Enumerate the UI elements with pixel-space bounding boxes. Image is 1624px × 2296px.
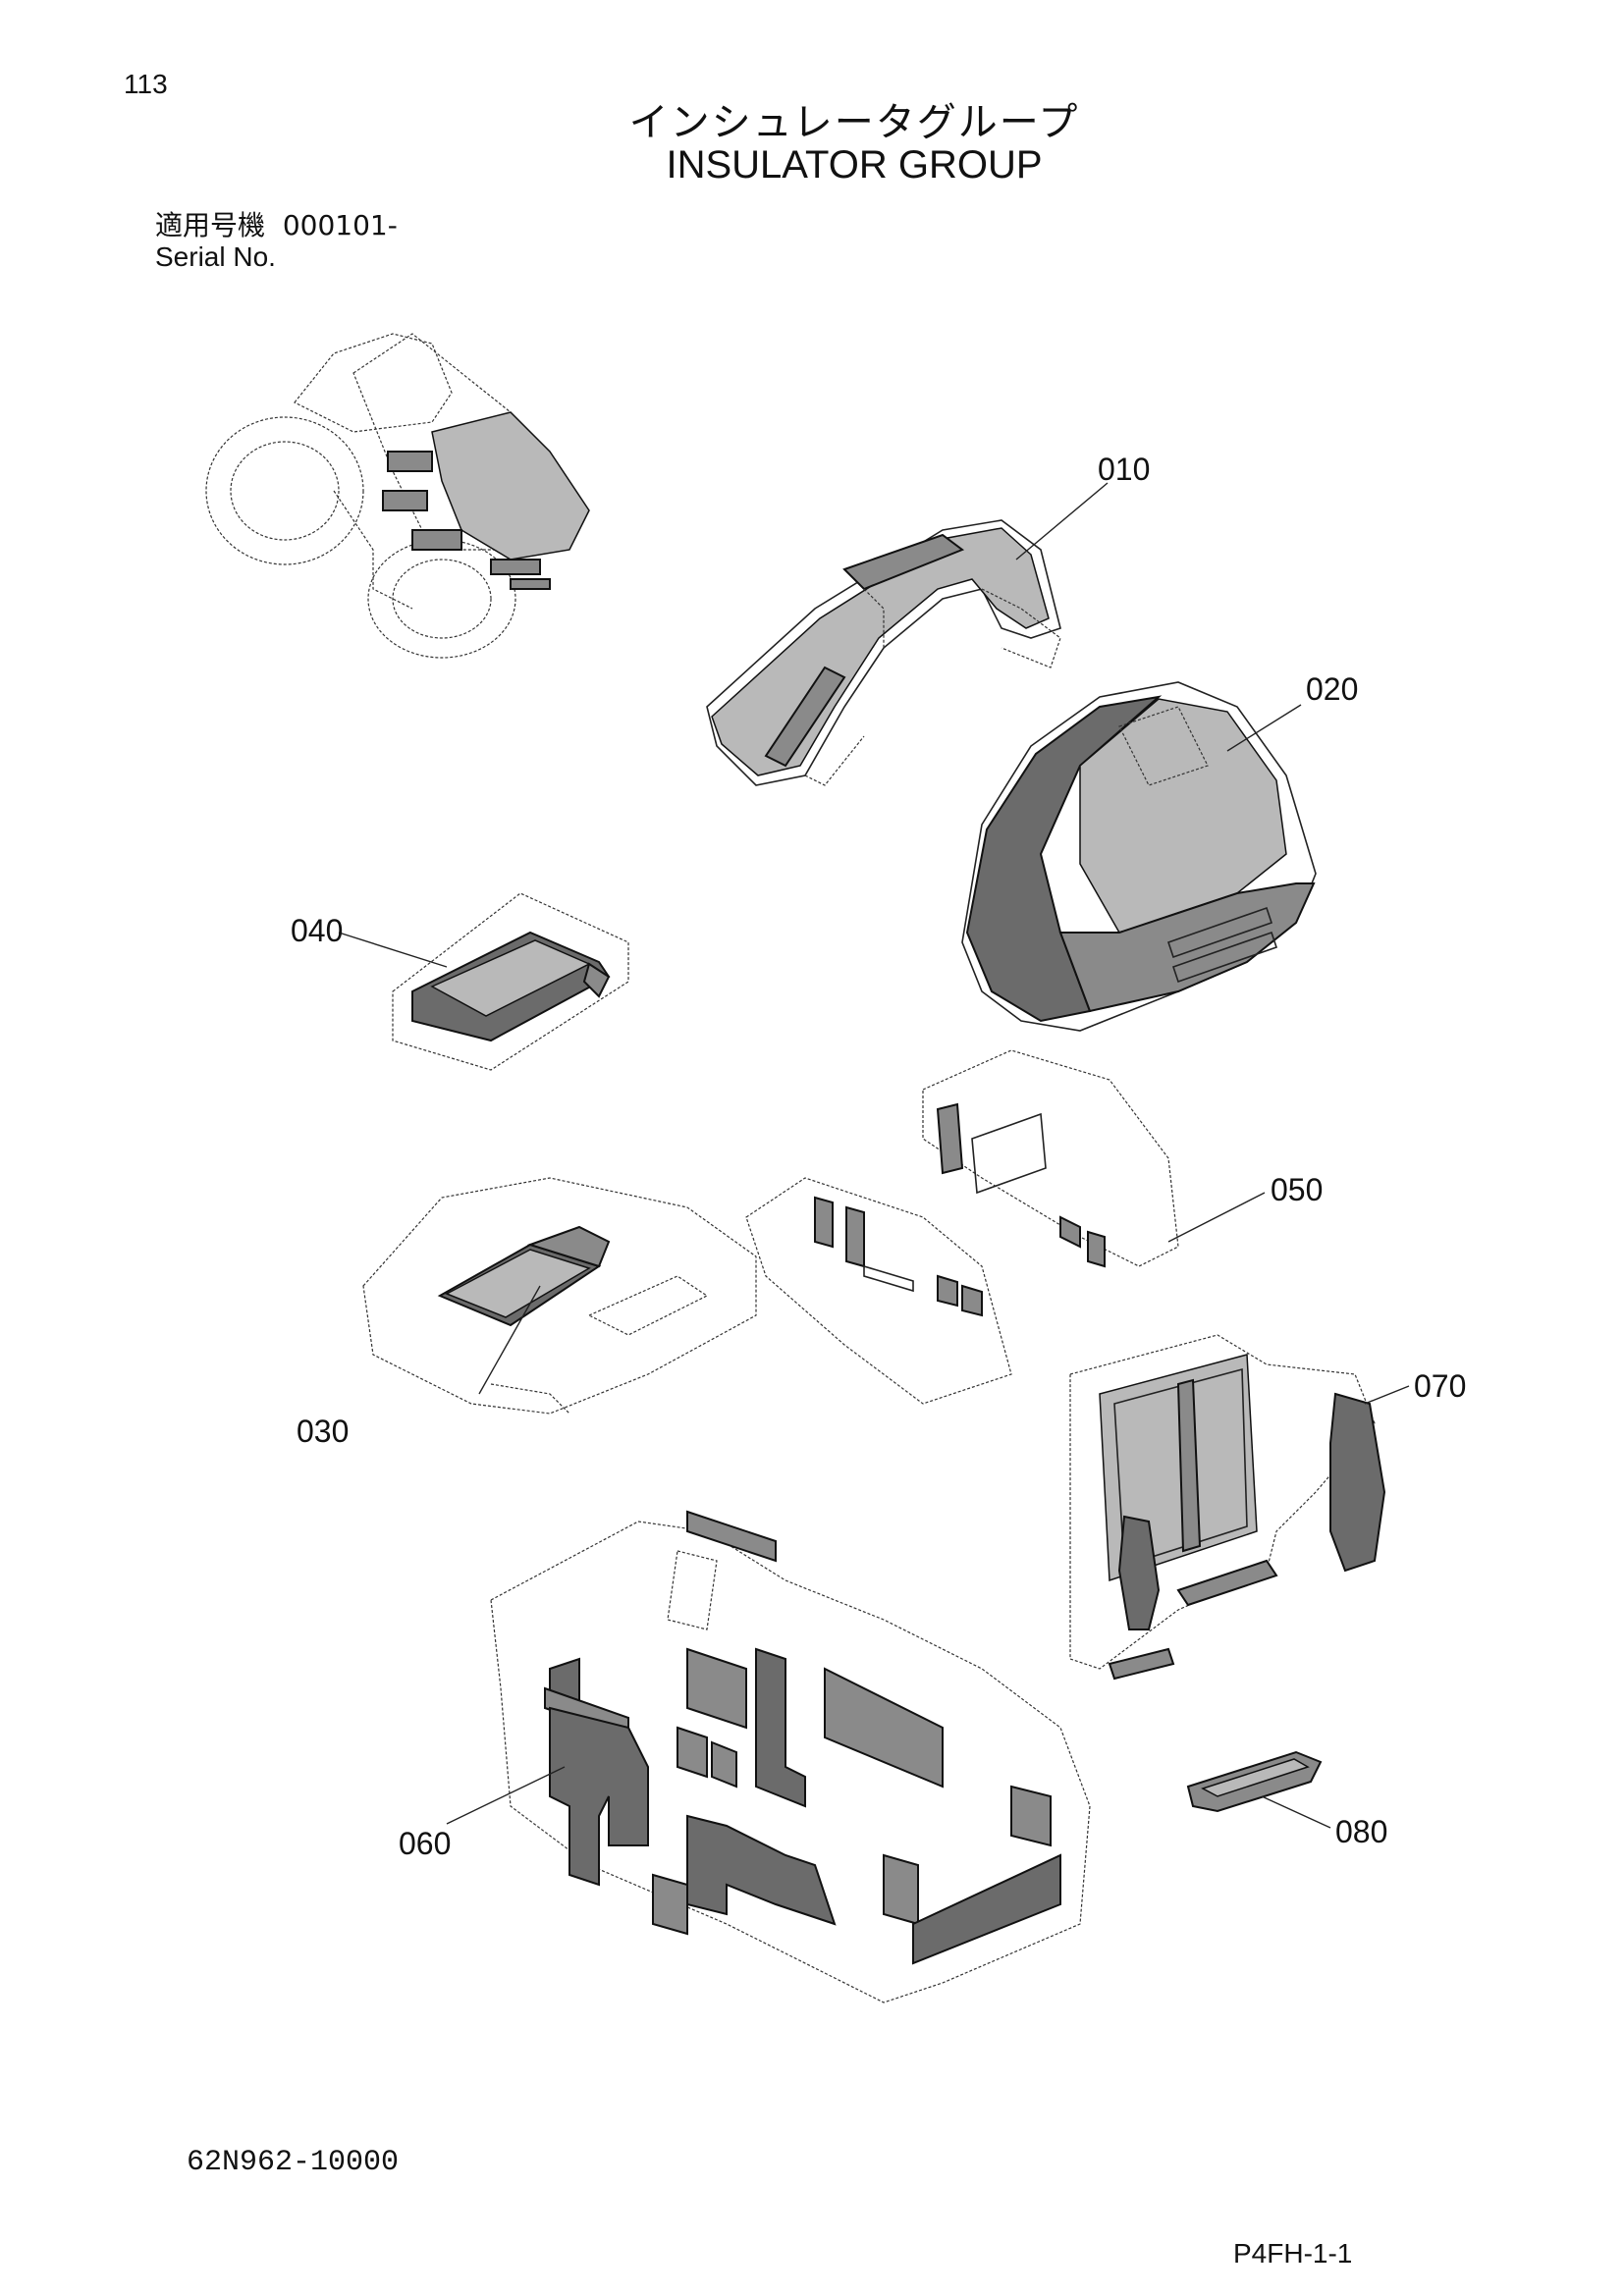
- leader-030: [478, 1285, 541, 1395]
- page-code: P4FH-1-1: [1233, 2238, 1353, 2269]
- callout-010: 010: [1098, 452, 1151, 487]
- callout-060: 060: [399, 1826, 452, 1861]
- part-080-small-pad: [1186, 1750, 1323, 1813]
- part-030-floor-insulator: [362, 1177, 757, 1415]
- part-020-hood-cover: [961, 681, 1317, 1032]
- leader-050: [1167, 1192, 1266, 1243]
- part-060-chassis-insulators: [490, 1510, 1091, 2003]
- drawing-part-number: 62N962-10000: [187, 2146, 400, 2179]
- title-japanese: インシュレータグループ: [628, 100, 1080, 145]
- leader-010: [1015, 482, 1109, 561]
- serial-label-japanese: 適用号機 000101-: [155, 204, 398, 243]
- serial-label-jp-text: 適用号機: [155, 209, 266, 241]
- leader-070: [1364, 1385, 1410, 1405]
- part-040-small-insulator: [392, 892, 629, 1071]
- page-number: 113: [124, 69, 168, 99]
- callout-050: 050: [1271, 1172, 1324, 1207]
- leader-lines: [338, 482, 1410, 1829]
- callout-070: 070: [1414, 1368, 1467, 1404]
- serial-label-english: Serial No.: [155, 241, 276, 272]
- leader-020: [1226, 704, 1302, 752]
- callout-030: 030: [297, 1414, 350, 1449]
- callout-080: 080: [1335, 1814, 1388, 1849]
- leader-060: [446, 1766, 566, 1825]
- callout-020: 020: [1306, 671, 1359, 707]
- part-010-hood-frame: [706, 519, 1061, 786]
- tractor-overview-illustration: [205, 333, 590, 659]
- part-070-radiator-insulators: [1069, 1334, 1386, 1681]
- part-050-rear-insulators: [745, 1049, 1179, 1405]
- callout-040: 040: [291, 913, 344, 948]
- serial-value: 000101-: [282, 209, 398, 241]
- leader-080: [1261, 1795, 1331, 1829]
- title-english: INSULATOR GROUP: [666, 143, 1043, 187]
- leader-040: [338, 932, 448, 968]
